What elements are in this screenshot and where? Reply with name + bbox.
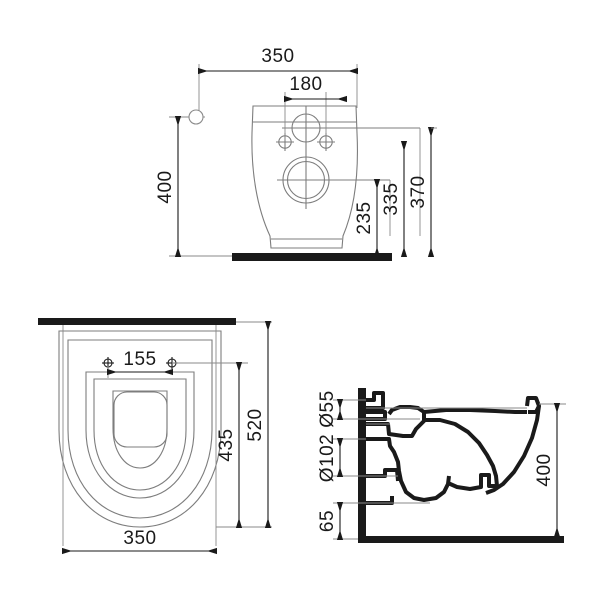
plan-wall-bar xyxy=(38,318,236,325)
side-projection-400-dim: 400 xyxy=(534,403,561,537)
front-floor-bar xyxy=(232,253,392,261)
front-mid-height-335-dim: 335 xyxy=(381,141,408,257)
front-reference-circle-marker xyxy=(188,109,204,125)
side-floor-clearance-65-dim: 65 xyxy=(317,502,344,540)
plan-bolt-spacing-155-label: 155 xyxy=(123,349,156,370)
side-flush-inlet-dia-55-label: Ø55 xyxy=(317,390,338,427)
side-floor-bar xyxy=(358,536,564,543)
plan-width-350-label: 350 xyxy=(123,528,156,549)
front-flush-inlet-circle xyxy=(282,106,420,152)
side-outlet-dia-102-label: Ø102 xyxy=(317,434,338,482)
side-wall-bar xyxy=(358,388,366,543)
front-width-350-label: 350 xyxy=(261,46,294,67)
front-height-400-label: 400 xyxy=(155,170,176,203)
front-mid-height-335-label: 335 xyxy=(381,182,402,215)
side-outlet-dia-102-dim: Ø102 xyxy=(317,434,344,482)
plan-bowl-depth-435-label: 435 xyxy=(216,428,237,461)
plan-total-depth-520-label: 520 xyxy=(245,408,266,441)
front-height-400-dim: 400 xyxy=(155,116,182,257)
front-waste-outlet-circle xyxy=(277,152,390,209)
front-view-group: 350 180 400 235 335 370 xyxy=(155,46,437,261)
side-bowl-section-profile xyxy=(366,391,541,505)
front-outlet-height-235-dim: 235 xyxy=(354,179,381,257)
plan-view-group: 155 435 520 350 xyxy=(38,318,272,555)
side-projection-400-label: 400 xyxy=(534,453,555,486)
plan-bolt-spacing-155-dim: 155 xyxy=(107,349,173,376)
front-top-height-370-label: 370 xyxy=(408,175,429,208)
front-outlet-height-235-label: 235 xyxy=(354,201,375,234)
plan-bowl-depth-435-dim: 435 xyxy=(216,362,243,528)
plan-seat-opening xyxy=(113,391,168,448)
front-width-350-dim: 350 xyxy=(198,46,358,75)
front-top-height-370-dim: 370 xyxy=(408,127,435,257)
side-flush-inlet-dia-55-dim: Ø55 xyxy=(317,390,344,428)
front-bolt-spacing-180-label: 180 xyxy=(289,74,322,95)
plan-width-350-dim: 350 xyxy=(62,528,217,555)
side-floor-clearance-65-label: 65 xyxy=(317,510,338,532)
front-body-outline xyxy=(251,105,358,249)
side-section-view-group: Ø55 Ø102 65 400 xyxy=(317,388,566,543)
front-bolt-spacing-180-dim: 180 xyxy=(284,74,347,103)
plan-total-depth-520-dim: 520 xyxy=(245,321,272,528)
